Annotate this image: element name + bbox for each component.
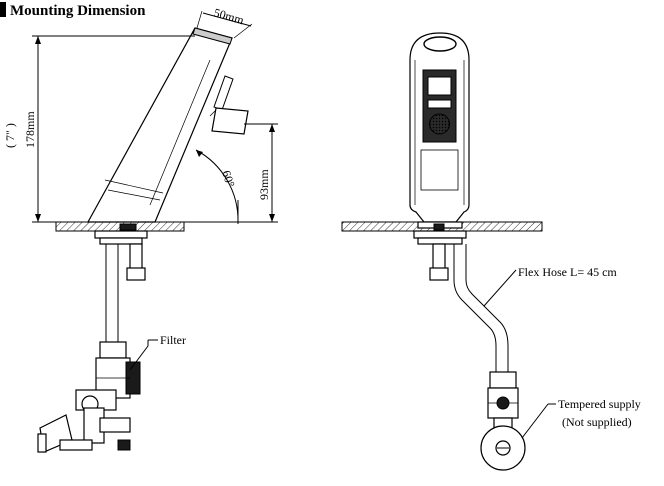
angle-dimension: 60° <box>219 169 238 189</box>
filter-label: Filter <box>160 333 186 347</box>
flex-hose <box>453 244 497 372</box>
faucet-body-side <box>86 27 233 223</box>
width-dimension: 50mm <box>212 5 246 27</box>
filter-nut <box>99 341 127 359</box>
page-title: Mounting Dimension <box>10 3 146 19</box>
mounting-flange <box>94 230 148 239</box>
title-marker <box>0 2 6 17</box>
height-dimension: 178mm <box>23 111 37 148</box>
top-cap <box>192 27 233 45</box>
hose-nut <box>489 371 517 389</box>
front-view: Flex Hose L= 45 cm Tempered supply (Not … <box>341 32 641 471</box>
body-band-2 <box>104 179 164 194</box>
body-edge-line <box>149 59 211 206</box>
dim-50-line <box>202 12 252 27</box>
not-supplied-label: (Not supplied) <box>562 415 632 429</box>
sensor-window-side <box>213 75 234 111</box>
tempered-supply-label: Tempered supply <box>558 397 641 411</box>
outlet-grille <box>429 113 450 135</box>
top-aerator <box>423 36 457 52</box>
spout-height-dimension: 93mm <box>257 169 271 200</box>
flex-hose-label: Flex Hose L= 45 cm <box>518 265 617 279</box>
spout <box>211 107 249 135</box>
sensor-window-front <box>427 76 452 96</box>
body-band <box>107 189 161 201</box>
height-inch-dimension: ( 7" ) <box>3 123 17 148</box>
mounting-flange-front <box>413 230 467 239</box>
side-view: 178mm ( 7" ) 50mm 93mm 60° Filter <box>3 5 278 453</box>
